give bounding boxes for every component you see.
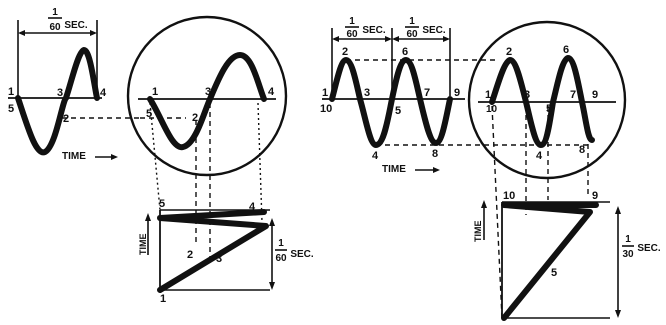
left-wave-label-2: 2 (63, 113, 69, 125)
right-scope-label-3: 3 (524, 89, 530, 101)
left-wave-label-5: 5 (8, 103, 14, 115)
left-scope-circle (126, 15, 288, 177)
left-time-arrowhead (111, 154, 118, 160)
right-period2-arrowhead-right (443, 36, 450, 42)
left-scope-label-1: 1 (152, 86, 158, 98)
right-wave-label-2: 2 (342, 46, 348, 58)
right-wave-label-1: 1 (322, 87, 328, 99)
right-sweep-label-9: 9 (592, 190, 598, 202)
left-scope-label-2: 2 (192, 112, 198, 124)
right-wave-label-9: 9 (454, 87, 460, 99)
left-wave-label-1: 1 (8, 86, 14, 98)
left-scope-label-4: 4 (268, 86, 275, 98)
right-period1-unit: SEC. (362, 25, 386, 36)
right-wave-label-3: 3 (364, 87, 370, 99)
right-wave-label-6: 6 (402, 46, 408, 58)
left-sweep-trace (157, 209, 269, 293)
right-sweep-group: 10 9 5 TIME 1 30 SEC. (473, 190, 661, 321)
left-wave-group: 1 60 SEC. 1 5 3 2 4 TIME (8, 7, 118, 162)
right-wave-label-4: 4 (372, 150, 379, 162)
left-time-label: TIME (62, 151, 86, 162)
right-sweep-frac-den: 30 (622, 249, 634, 260)
right-scope-label-2: 2 (506, 46, 512, 58)
left-sweep-label-3: 3 (216, 253, 222, 265)
right-scope-label-5: 5 (546, 103, 552, 115)
left-period-arrowhead-left (18, 30, 25, 36)
right-scope-label-8: 8 (579, 144, 585, 156)
right-proj-vertical-10 (491, 105, 503, 319)
left-period-denominator: 60 (49, 22, 61, 33)
right-period2-unit: SEC. (422, 25, 446, 36)
right-scope-group: 1 10 2 3 5 6 7 9 4 8 (467, 20, 627, 180)
left-sweep-bracket-top (269, 218, 275, 226)
left-sweep-label-2: 2 (187, 249, 193, 261)
right-wave-label-5: 5 (395, 105, 401, 117)
right-sweep-frac-num: 1 (625, 234, 631, 245)
left-sweep-label-1: 1 (160, 293, 166, 305)
right-scope-label-1: 1 (485, 89, 491, 101)
right-scope-label-4: 4 (536, 150, 543, 162)
left-wave-label-3: 3 (57, 87, 63, 99)
left-sweep-frac-den: 60 (275, 253, 287, 264)
left-sine-wave (15, 47, 100, 156)
left-sweep-group: 5 4 2 3 1 TIME 1 60 SEC. (138, 198, 314, 305)
left-period-numerator: 1 (52, 7, 58, 18)
left-proj-vertical-4 (257, 102, 263, 223)
right-time-arrowhead (433, 167, 440, 173)
right-wave-label-10: 10 (320, 103, 332, 115)
right-scope-label-6: 6 (563, 44, 569, 56)
right-sweep-trace (501, 202, 599, 321)
right-scope-wave (489, 55, 595, 148)
left-wave-label-4: 4 (100, 87, 107, 99)
right-sweep-label-10: 10 (503, 190, 515, 202)
left-scope-group: 1 5 2 3 4 (126, 15, 288, 177)
right-period1-arrowhead-right (385, 36, 392, 42)
right-period2-num: 1 (409, 16, 415, 27)
right-sweep-bracket-top (615, 206, 621, 214)
right-sweep-time-label: TIME (473, 221, 483, 243)
right-wave-label-7: 7 (424, 87, 430, 99)
right-scope-circle (467, 20, 627, 180)
right-wave-label-8: 8 (432, 148, 438, 160)
left-period-arrowhead-right (90, 30, 97, 36)
right-projection-lines (491, 105, 589, 319)
left-sweep-label-5: 5 (159, 198, 165, 210)
left-projection-lines (62, 102, 263, 260)
right-scope-label-7: 7 (570, 89, 576, 101)
right-sweep-bracket-bottom (615, 310, 621, 318)
left-scope-label-5: 5 (146, 108, 152, 120)
right-period1-den: 60 (346, 29, 358, 40)
left-scope-wave (147, 52, 267, 151)
right-sweep-frac-unit: SEC. (637, 243, 661, 254)
right-sweep-time-arrowhead (481, 200, 487, 208)
right-sweep-label-5: 5 (551, 267, 557, 279)
right-period2-arrowhead-left (392, 36, 399, 42)
right-sine-wave (329, 57, 453, 148)
right-scope-label-9: 9 (592, 89, 598, 101)
right-time-label: TIME (382, 164, 406, 175)
left-sweep-label-4: 4 (249, 201, 256, 213)
left-period-unit: SEC. (64, 20, 88, 31)
left-sweep-time-label: TIME (138, 234, 148, 256)
left-sweep-bracket-bottom (269, 282, 275, 290)
right-period1-num: 1 (349, 16, 355, 27)
left-sweep-time-arrowhead (145, 213, 151, 221)
right-period2-den: 60 (406, 29, 418, 40)
left-sweep-frac-num: 1 (278, 238, 284, 249)
left-sweep-frac-unit: SEC. (290, 249, 314, 260)
left-scope-label-3: 3 (205, 86, 211, 98)
right-wave-group: 1 60 SEC. 1 60 SEC. 1 10 2 3 5 6 7 9 4 8… (320, 16, 592, 175)
right-period1-arrowhead-left (332, 36, 339, 42)
